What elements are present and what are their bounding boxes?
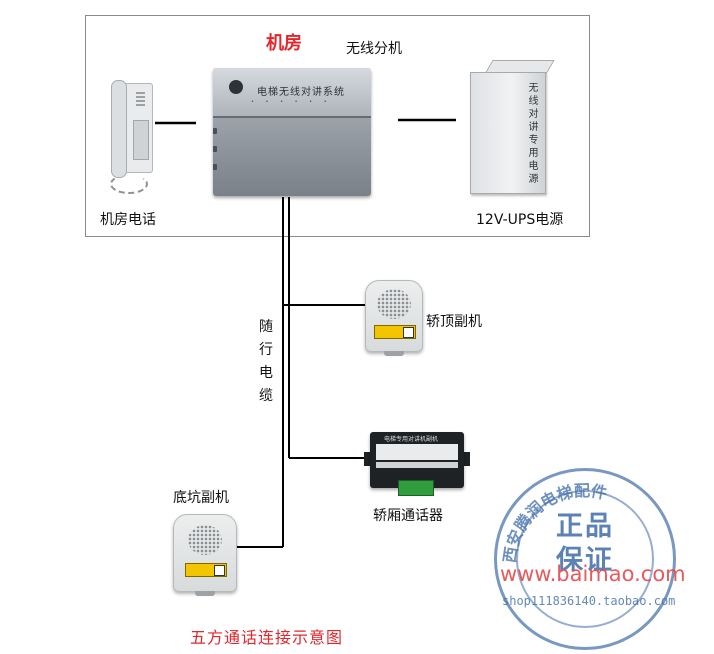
intercom-label-strip — [376, 462, 458, 468]
intercom-label-strip — [376, 444, 458, 460]
phone-panel — [133, 120, 149, 160]
ups-power-supply — [470, 72, 546, 194]
wireless-unit-label: 无线分机 — [346, 41, 402, 57]
car-top-label: 轿顶副机 — [426, 314, 482, 330]
phone-cord-icon — [110, 174, 148, 194]
car-intercom-module: 电梯专用对讲机副机 — [370, 432, 464, 488]
unit-port — [213, 164, 217, 170]
car-intercom-label: 轿厢通话器 — [373, 508, 443, 524]
machine-room-title: 机房 — [266, 33, 302, 54]
stamp-center-top: 正品 — [556, 511, 614, 542]
call-button-icon — [185, 563, 227, 577]
intercom-mount-ear — [462, 452, 470, 466]
speaker-grill-icon — [188, 525, 222, 555]
unit-face-text: 电梯无线对讲系统 — [257, 87, 345, 98]
speaker-foot — [195, 591, 215, 596]
phone-receiver-icon — [111, 80, 127, 178]
traveling-cable-label: 随行电缆 — [259, 319, 273, 404]
machine-room-phone-label: 机房电话 — [100, 212, 156, 228]
speaker-foot — [384, 351, 404, 356]
car-top-speaker-unit — [365, 280, 423, 356]
pit-speaker-unit — [173, 514, 237, 596]
phone-speaker-grill — [136, 92, 145, 108]
ups-face-text: 无线对讲专用电源 — [526, 82, 537, 186]
wireless-extension-unit: 电梯无线对讲系统 • • • • • • — [213, 68, 371, 196]
stamp-center-text: 正品 保证 — [540, 510, 630, 578]
stamp-center-bottom: 保证 — [556, 545, 614, 576]
ups-label: 12V-UPS电源 — [476, 212, 564, 228]
unit-port — [213, 128, 217, 134]
intercom-face-text: 电梯专用对讲机副机 — [384, 436, 439, 443]
intercom-mount-ear — [364, 452, 372, 466]
unit-port — [213, 146, 217, 152]
speaker-grill-icon — [377, 289, 411, 319]
stamp-shop-text: shop111836140.taobao.com — [502, 594, 676, 608]
pit-label: 底坑副机 — [173, 490, 229, 506]
unit-logo-icon — [229, 80, 243, 94]
unit-seam — [213, 116, 371, 118]
terminal-block-icon — [398, 480, 434, 496]
watermark-website: www.baimao.com — [500, 562, 686, 586]
diagram-caption: 五方通话连接示意图 — [190, 628, 344, 647]
watermark-stamp — [494, 468, 676, 650]
call-button-icon — [374, 325, 416, 339]
stamp-ring-text: 西安腾润电梯配件 — [500, 481, 609, 564]
unit-port-markings: • • • • • • — [251, 99, 332, 105]
watermark-stamp-inner-ring — [516, 490, 654, 628]
